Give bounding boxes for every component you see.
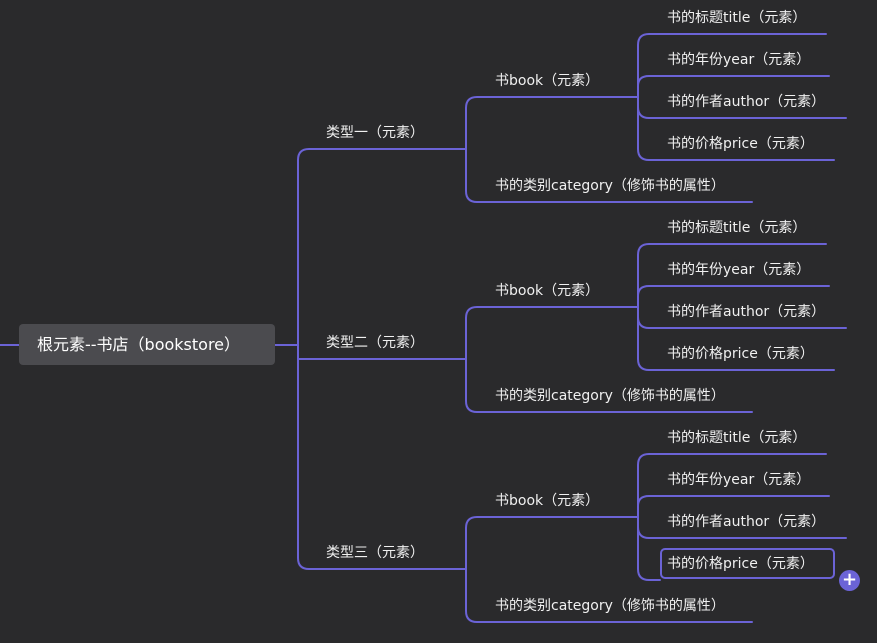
author-node-2[interactable]: 书的作者author（元素） — [667, 304, 826, 320]
book-node-1[interactable]: 书book（元素） — [495, 73, 600, 89]
title-node-3[interactable]: 书的标题title（元素） — [667, 430, 807, 446]
connector-g3-year — [637, 495, 830, 518]
year-node-3[interactable]: 书的年份year（元素） — [667, 472, 811, 488]
connector-g2-price — [637, 306, 835, 371]
price-node-1[interactable]: 书的价格price（元素） — [667, 136, 814, 152]
title-node-2[interactable]: 书的标题title（元素） — [667, 220, 807, 236]
author-node-3[interactable]: 书的作者author（元素） — [667, 514, 826, 530]
connector-type-3 — [297, 344, 467, 570]
category-node-2[interactable]: 书的类别category（修饰书的属性） — [495, 388, 725, 404]
category-node-1[interactable]: 书的类别category（修饰书的属性） — [495, 178, 725, 194]
connector-g3-price — [637, 516, 661, 581]
connector-g3-book — [465, 516, 639, 570]
category-node-3[interactable]: 书的类别category（修饰书的属性） — [495, 598, 725, 614]
plus-circle-icon[interactable]: + — [839, 570, 860, 591]
type-node-1[interactable]: 类型一（元素） — [326, 125, 424, 141]
connector-g1-book — [465, 96, 639, 150]
author-node-1[interactable]: 书的作者author（元素） — [667, 94, 826, 110]
connector-g1-year — [637, 75, 830, 98]
selected-node-frame[interactable] — [660, 548, 835, 579]
connector-g2-category — [465, 358, 753, 413]
root-node[interactable]: 根元素--书店（bookstore） — [19, 324, 275, 365]
connector-g3-title — [637, 453, 827, 518]
connector-g1-title — [637, 33, 827, 98]
type-node-2[interactable]: 类型二（元素） — [326, 335, 424, 351]
connector-g2-year — [637, 285, 830, 308]
connector-type-1 — [297, 148, 467, 346]
type-node-3[interactable]: 类型三（元素） — [326, 545, 424, 561]
title-node-1[interactable]: 书的标题title（元素） — [667, 10, 807, 26]
price-node-3[interactable]: 书的价格price（元素） — [667, 556, 814, 572]
year-node-1[interactable]: 书的年份year（元素） — [667, 52, 811, 68]
connector-g2-title — [637, 243, 827, 308]
connector-g1-category — [465, 148, 753, 203]
year-node-2[interactable]: 书的年份year（元素） — [667, 262, 811, 278]
connector-g1-price — [637, 96, 835, 161]
connector-g2-book — [465, 306, 639, 360]
price-node-2[interactable]: 书的价格price（元素） — [667, 346, 814, 362]
connector-g3-category — [465, 568, 753, 623]
book-node-2[interactable]: 书book（元素） — [495, 283, 600, 299]
book-node-3[interactable]: 书book（元素） — [495, 493, 600, 509]
